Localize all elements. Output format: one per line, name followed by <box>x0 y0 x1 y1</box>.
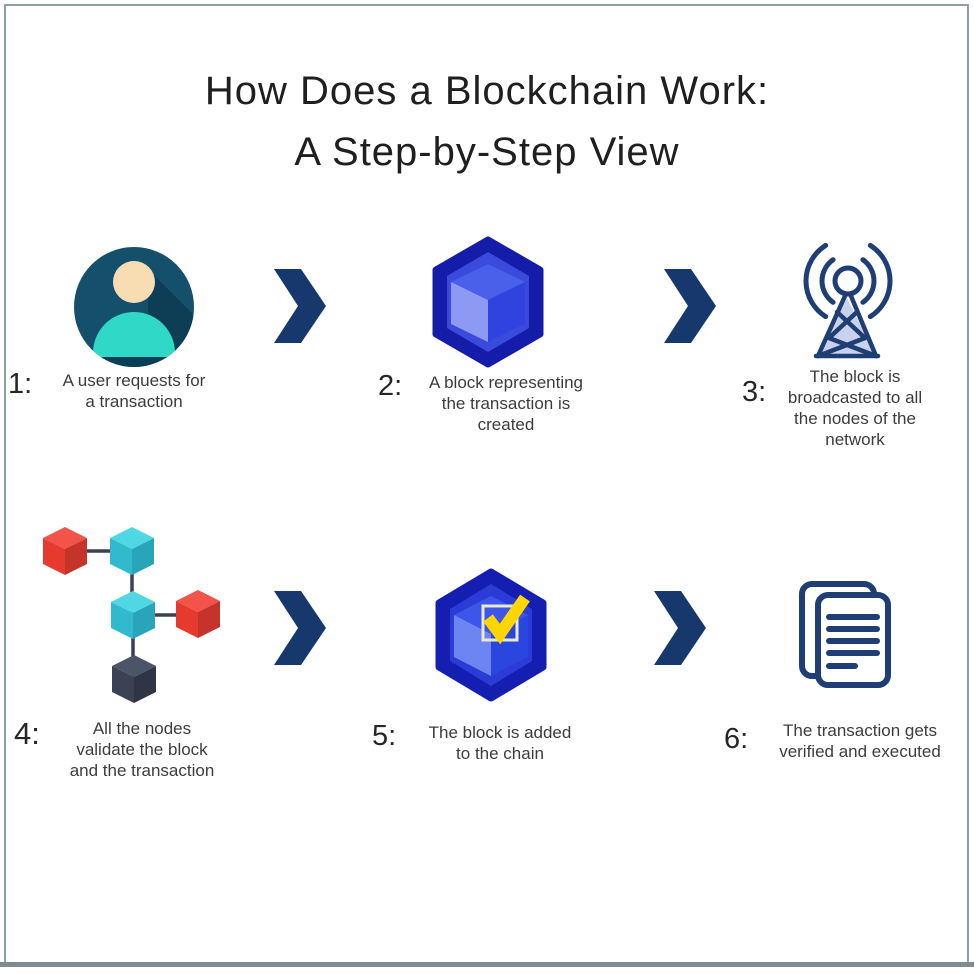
step-3-label: 3: The block is broadcasted to all the n… <box>742 366 934 450</box>
step-4-label: 4: All the nodes validate the block and … <box>14 718 236 781</box>
step-1-text: A user requests for a transaction <box>62 371 206 412</box>
step-5-label: 5: The block is added to the chain <box>372 722 594 764</box>
step-1-number: 1: <box>8 368 33 400</box>
block-check-icon <box>435 568 547 702</box>
block-cube-icon <box>432 236 544 368</box>
nodes-network-icon <box>43 527 220 703</box>
chevron-right-icon <box>654 591 706 665</box>
step-2-number: 2: <box>378 370 403 402</box>
step-4-text: All the nodes validate the block and the… <box>69 719 215 781</box>
step-2-text: A block representing the transaction is … <box>428 373 584 435</box>
step-2-label: 2: A block representing the transaction … <box>378 372 600 435</box>
step-6-number: 6: <box>724 723 749 755</box>
step-4-number: 4: <box>14 716 40 751</box>
page-border-bottom <box>0 962 974 967</box>
step-5-number: 5: <box>372 720 397 752</box>
page-title: How Does a Blockchain Work: A Step-by-St… <box>204 68 770 174</box>
chevron-right-icon <box>274 269 326 343</box>
step-6-text: The transaction gets verified and execut… <box>779 721 941 762</box>
documents-icon <box>799 581 891 688</box>
step-6-label: 6: The transaction gets verified and exe… <box>724 720 962 762</box>
step-5-text: The block is added to the chain <box>428 723 572 764</box>
chevron-right-icon <box>664 269 716 343</box>
step-3-number: 3: <box>742 376 767 408</box>
broadcast-antenna-icon <box>803 242 893 359</box>
chevron-right-icon <box>274 591 326 665</box>
step-3-text: The block is broadcasted to all the node… <box>787 367 923 450</box>
user-icon <box>74 247 194 367</box>
step-1-label: 1: A user requests for a transaction <box>8 370 226 412</box>
